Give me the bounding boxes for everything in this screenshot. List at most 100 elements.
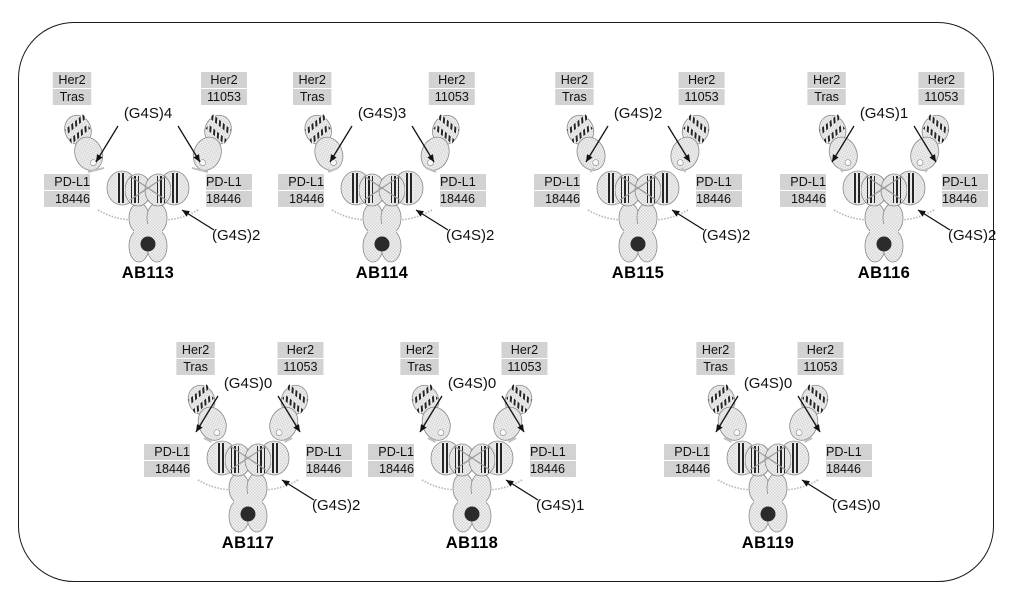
construct-caption: AB113	[121, 264, 175, 282]
fab-arm-right	[144, 170, 190, 207]
svg-text:Her2: Her2	[688, 73, 715, 87]
svg-text:Tras: Tras	[183, 360, 208, 374]
svg-text:Her2: Her2	[406, 343, 433, 357]
construct-diagram: Her2TrasHer211053PD-L118446PD-L118446(G4…	[534, 72, 750, 263]
fab-arm-right	[244, 440, 290, 477]
svg-text:18446: 18446	[530, 462, 565, 476]
fab-arm-right	[880, 170, 926, 207]
fab-arm-left	[726, 440, 772, 477]
svg-text:11053: 11053	[435, 90, 469, 104]
fc-domain	[228, 472, 268, 533]
svg-text:18446: 18446	[545, 192, 580, 206]
svg-text:PD-L1: PD-L1	[674, 445, 710, 459]
scfv-arm-left	[64, 114, 104, 171]
label-her2-11053: Her2 11053	[501, 342, 548, 375]
label-her2-11053: Her2 11053	[678, 72, 725, 105]
scfv-arm-right	[269, 384, 309, 441]
svg-text:Her2: Her2	[928, 73, 955, 87]
label-her2-11053: Her2 11053	[277, 342, 324, 375]
label-pdl1-left: PD-L1 18446	[534, 174, 580, 207]
scfv-arm-left	[411, 384, 451, 441]
svg-text:Her2: Her2	[813, 73, 840, 87]
svg-text:PD-L1: PD-L1	[440, 175, 476, 189]
fc-domain	[748, 472, 788, 533]
svg-text:11053: 11053	[283, 360, 317, 374]
construct-diagram: Her2TrasHer211053PD-L118446PD-L118446(G4…	[278, 72, 494, 263]
fc-domain	[362, 202, 402, 263]
fab-arm-right	[378, 170, 424, 207]
fc-domain	[452, 472, 492, 533]
svg-text:PD-L1: PD-L1	[544, 175, 580, 189]
svg-text:Tras: Tras	[60, 90, 85, 104]
svg-text:PD-L1: PD-L1	[154, 445, 190, 459]
label-pdl1-right: PD-L1 18446	[530, 444, 576, 477]
scfv-arm-right	[192, 114, 232, 171]
svg-text:PD-L1: PD-L1	[306, 445, 342, 459]
scfv-linker-label: (G4S)2	[614, 105, 662, 122]
svg-text:18446: 18446	[826, 462, 861, 476]
fc-linker-label: (G4S)0	[832, 497, 880, 514]
svg-text:Her2: Her2	[299, 73, 326, 87]
fc-domain	[864, 202, 904, 263]
fab-arm-right	[764, 440, 810, 477]
svg-text:11053: 11053	[507, 360, 541, 374]
construct-caption: AB116	[857, 264, 911, 282]
svg-text:Tras: Tras	[562, 90, 587, 104]
svg-text:Her2: Her2	[58, 73, 85, 87]
svg-text:18446: 18446	[206, 192, 241, 206]
svg-text:PD-L1: PD-L1	[288, 175, 324, 189]
scfv-linker-label: (G4S)0	[448, 375, 496, 392]
fc-domain	[618, 202, 658, 263]
scfv-arm-left	[304, 114, 344, 171]
construct-caption: AB114	[355, 264, 409, 282]
svg-text:18446: 18446	[791, 192, 826, 206]
scfv-arm-left	[187, 384, 227, 441]
scfv-arm-left	[707, 384, 747, 441]
construct-caption: AB117	[221, 534, 275, 552]
scfv-arm-right	[910, 114, 950, 171]
construct-caption: AB119	[741, 534, 795, 552]
svg-text:PD-L1: PD-L1	[54, 175, 90, 189]
fc-domain	[128, 202, 168, 263]
fab-arm-left	[596, 170, 642, 207]
svg-text:18446: 18446	[155, 462, 190, 476]
svg-text:11053: 11053	[685, 90, 719, 104]
svg-text:18446: 18446	[675, 462, 710, 476]
construct-caption: AB115	[611, 264, 665, 282]
scfv-linker-label: (G4S)3	[358, 105, 406, 122]
scfv-arm-left	[566, 114, 606, 171]
svg-text:18446: 18446	[379, 462, 414, 476]
svg-text:Her2: Her2	[511, 343, 538, 357]
fab-arm-left	[430, 440, 476, 477]
scfv-arm-right	[420, 114, 460, 171]
svg-text:PD-L1: PD-L1	[530, 445, 566, 459]
fc-linker-label: (G4S)2	[702, 227, 750, 244]
svg-text:Her2: Her2	[287, 343, 314, 357]
fc-linker-label: (G4S)2	[948, 227, 996, 244]
fab-arm-right	[634, 170, 680, 207]
fab-arm-left	[206, 440, 252, 477]
svg-text:Her2: Her2	[807, 343, 834, 357]
construct-diagram: Her2TrasHer211053PD-L118446PD-L118446(G4…	[368, 342, 584, 533]
construct-diagram: Her2TrasHer211053PD-L118446PD-L118446(G4…	[144, 342, 360, 533]
